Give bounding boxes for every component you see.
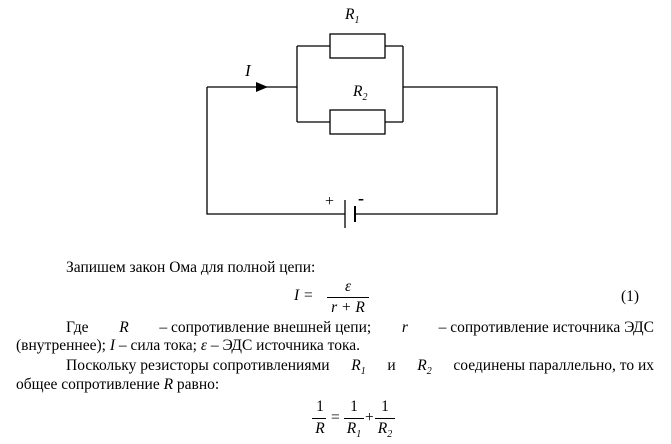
current-label: I <box>245 61 251 80</box>
parallel-line-1: Поскольку резисторы сопротивлениями R1 и… <box>66 357 654 377</box>
eq2-bar-3 <box>375 418 395 419</box>
eq1-lhs: I = <box>294 287 314 304</box>
definitions-line-1: Где R – сопротивление внешней цепи; r – … <box>66 319 654 336</box>
eq2-num-2: 1 <box>350 398 358 415</box>
eq2-plus: + <box>365 409 374 426</box>
eq2-equals: = <box>331 409 340 426</box>
battery-plus-sign: + <box>325 193 335 210</box>
eq2-den-2: R1 <box>346 420 362 440</box>
resistor-r2 <box>329 109 386 135</box>
eq2-bar-2 <box>344 418 364 419</box>
eq2-num-1: 1 <box>316 398 324 415</box>
eq1-fraction-bar <box>327 297 369 298</box>
ohm-intro: Запишем закон Ома для полной цепи: <box>66 259 316 276</box>
eq1-numerator: ε <box>344 278 352 295</box>
wire-left <box>206 87 345 215</box>
circuit-diagram <box>206 33 498 228</box>
eq2-den-3: R2 <box>377 420 393 440</box>
r2-label: R2 <box>353 83 368 103</box>
eq1-number: (1) <box>621 288 640 305</box>
eq2-bar-1 <box>312 418 326 419</box>
definitions-line-2: (внутреннее); I – сила тока; ε – ЭДС ист… <box>16 337 361 354</box>
eq2-den-1: R <box>315 420 325 437</box>
eq2-num-3: 1 <box>381 398 389 415</box>
eq1-denominator: r + R <box>331 299 365 316</box>
resistor-r1 <box>329 33 386 59</box>
r1-label: R1 <box>345 6 360 26</box>
wire-right <box>355 86 498 215</box>
current-arrow <box>256 82 268 92</box>
battery-minus-sign: - <box>358 188 364 208</box>
parallel-line-2: общее сопротивление R равно: <box>16 376 220 393</box>
